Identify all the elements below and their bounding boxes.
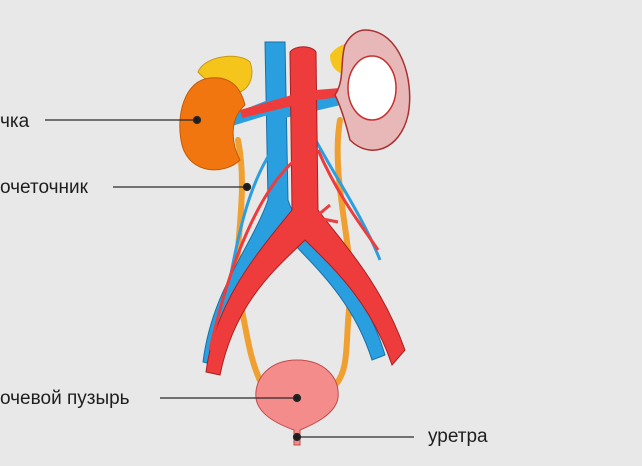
kidney-label: чка	[0, 111, 30, 132]
urethra-label: уретра	[428, 426, 488, 447]
bladder-label: очевой пузырь	[0, 388, 130, 409]
kidney-marker	[192, 115, 202, 125]
renal-pelvis	[347, 55, 397, 121]
urethra-marker	[292, 432, 302, 442]
ureter-label: очеточник	[0, 177, 88, 198]
left-kidney	[179, 77, 246, 171]
ureter-marker	[242, 182, 252, 192]
renal-arteries	[240, 88, 340, 118]
bladder	[255, 359, 339, 446]
bladder-marker	[292, 393, 302, 403]
thin-arteries	[208, 149, 380, 351]
